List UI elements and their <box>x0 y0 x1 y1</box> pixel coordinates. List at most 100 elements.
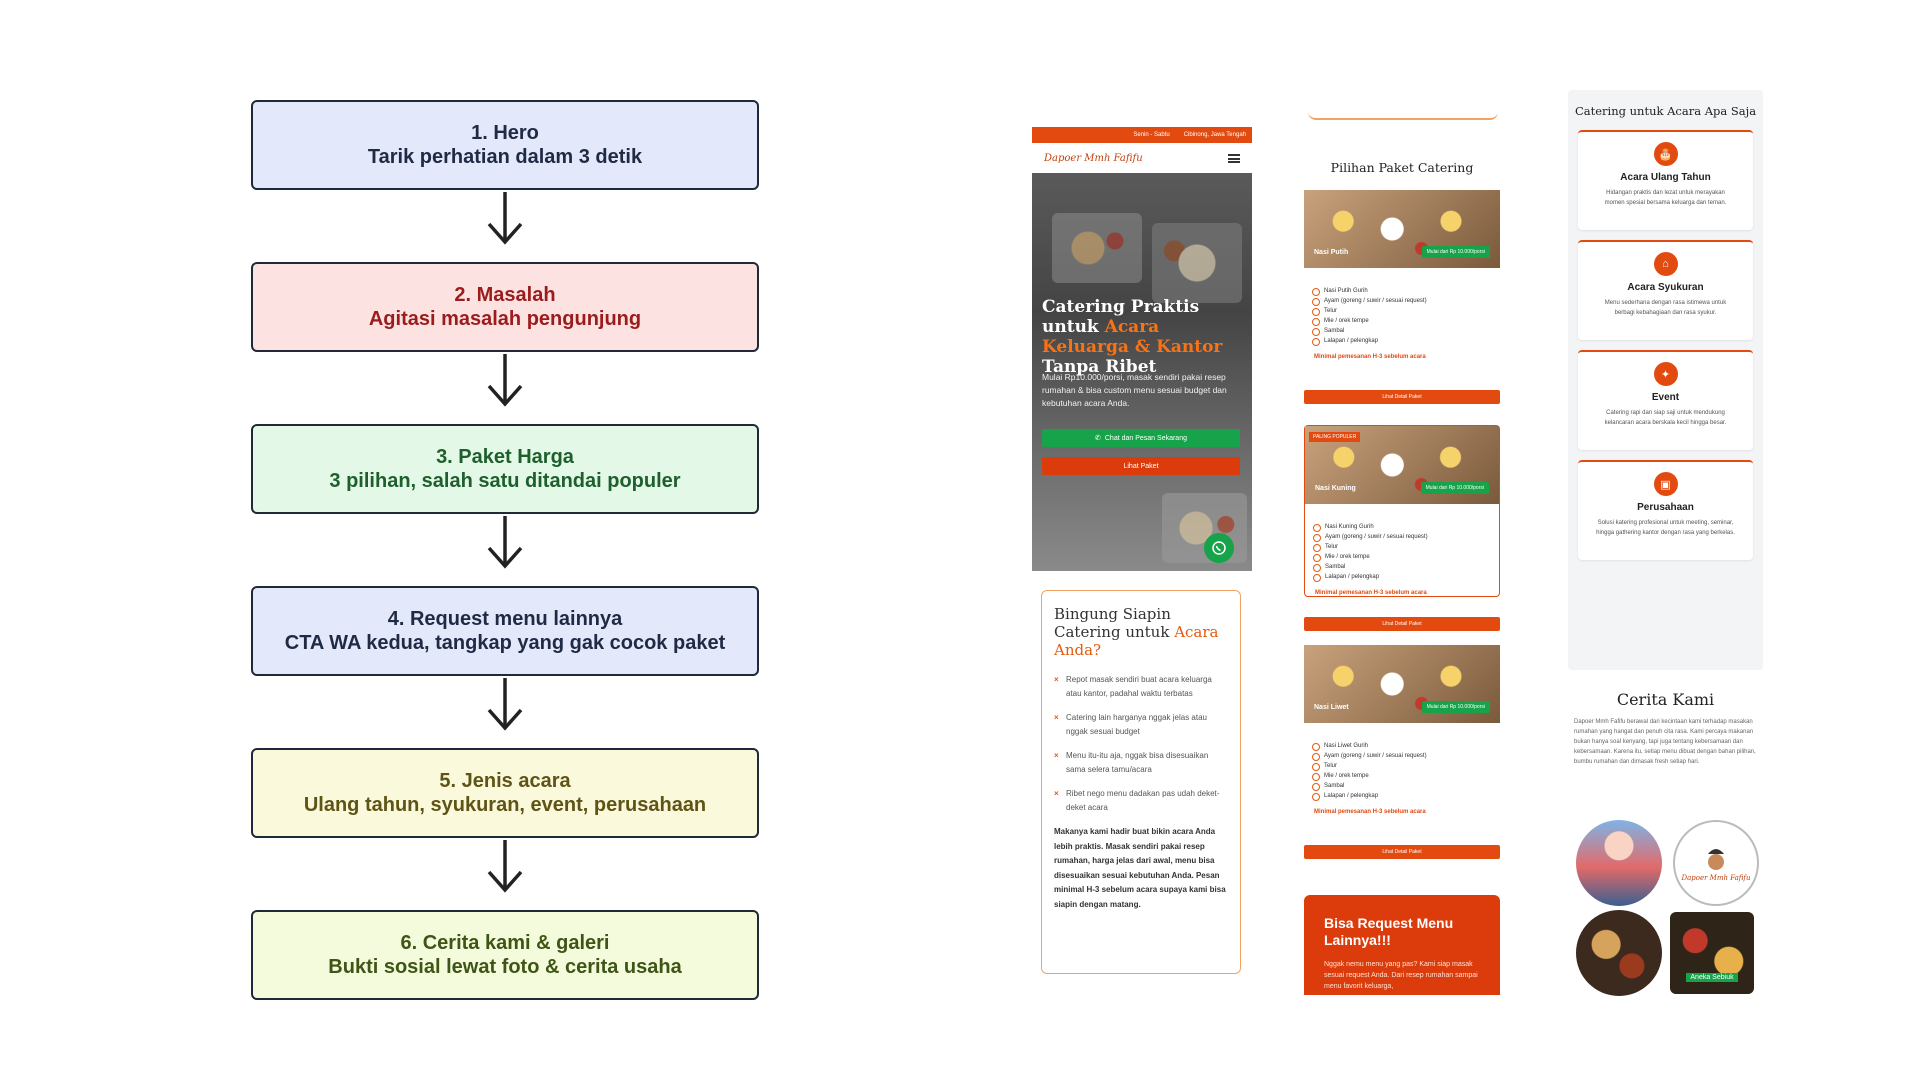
gallery-logo-text: Dapoer Mmh Fafifu <box>1681 874 1751 882</box>
flow-arrow <box>251 514 759 586</box>
hero-navbar: Dapoer Mmh Fafifu <box>1032 143 1252 173</box>
occasions-section-mockup: Catering untuk Acara Apa Saja 🎂Acara Ula… <box>1568 90 1763 670</box>
package-item: Telur <box>1312 306 1500 316</box>
hero-food-photo <box>1152 223 1242 303</box>
package-item: Telur <box>1312 761 1500 771</box>
package-price: Mulai dari Rp 10.000/porsi <box>1420 482 1489 494</box>
whatsapp-icon <box>1212 541 1226 555</box>
package-item: Telur <box>1313 542 1499 552</box>
flow-step-description: Ulang tahun, syukuran, event, perusahaan <box>303 794 707 816</box>
arrow-down-icon <box>487 840 523 893</box>
package-card[interactable]: PALING POPULER Nasi Kuning Mulai dari Rp 1… <box>1304 425 1500 597</box>
hamburger-menu-icon[interactable] <box>1228 153 1240 163</box>
gallery-photo[interactable] <box>1576 820 1662 906</box>
package-price: Mulai dari Rp 10.000/porsi <box>1421 701 1490 713</box>
hero-banner: Catering Praktis untuk Acara Keluarga & … <box>1032 173 1252 571</box>
arrow-down-icon <box>487 192 523 245</box>
flow-arrow <box>251 838 759 910</box>
gallery-photo[interactable] <box>1576 910 1662 996</box>
hero-food-photo <box>1052 213 1142 283</box>
problem-list: Repot masak sendiri buat acara keluarga … <box>1054 673 1228 815</box>
occasion-description: Solusi katering profesional untuk meetin… <box>1596 520 1735 536</box>
flow-arrow <box>251 352 759 424</box>
popular-badge: PALING POPULER <box>1309 432 1361 442</box>
request-menu-banner[interactable]: Bisa Request Menu Lainnya!!! Nggak nemu … <box>1304 895 1500 995</box>
section-divider <box>1308 110 1498 120</box>
chat-order-button[interactable]: ✆ Chat dan Pesan Sekarang <box>1042 429 1240 447</box>
package-minimum-note: Minimal pemesanan H-3 sebelum acara <box>1314 354 1426 360</box>
package-item: Ayam (goreng / suwir / sesuai request) <box>1313 532 1499 542</box>
flow-step-title: 6. Cerita kami & galeri <box>400 932 610 954</box>
occasion-description: Menu sederhana dengan rasa istimewa untu… <box>1604 300 1727 316</box>
whatsapp-icon: ✆ <box>1095 435 1101 442</box>
story-section-mockup: Cerita Kami Dapoer Mmh Fafifu berawal da… <box>1568 690 1763 1000</box>
brand-logo[interactable]: Dapoer Mmh Fafifu <box>1044 152 1143 164</box>
event-icon: ✦ <box>1653 362 1678 386</box>
cake-icon: 🎂 <box>1653 142 1678 166</box>
flow-step-title: 2. Masalah <box>454 284 556 306</box>
problem-closing-text: Makanya kami hadir buat bikin acara Anda… <box>1054 827 1226 909</box>
building-icon: ▣ <box>1653 472 1678 496</box>
occasion-title: Event <box>1651 392 1680 403</box>
package-minimum-note: Minimal pemesanan H-3 sebelum acara <box>1314 809 1426 815</box>
hero-headline: Catering Praktis untuk Acara Keluarga & … <box>1042 297 1247 377</box>
headline-text: Tanpa Ribet <box>1042 357 1157 377</box>
package-name: Nasi Kuning <box>1315 485 1356 492</box>
package-item: Lalapan / pelengkap <box>1313 572 1499 582</box>
hero-subtext: Mulai Rp10.000/porsi, masak sendiri paka… <box>1042 372 1227 408</box>
flow-step-title: 1. Hero <box>471 122 539 144</box>
package-item: Sambal <box>1312 326 1500 336</box>
request-menu-text: Nggak nemu menu yang pas? Kami siap masa… <box>1324 961 1478 990</box>
package-photo: Nasi Putih Mulai dari Rp 10.000/porsi <box>1304 190 1500 268</box>
flow-step-title: 3. Paket Harga <box>436 446 574 468</box>
flow-step-description: Agitasi masalah pengunjung <box>368 308 642 330</box>
package-detail-button[interactable]: Lihat Detail Paket <box>1304 390 1500 404</box>
flow-step-description: 3 pilihan, salah satu ditandai populer <box>329 470 681 492</box>
occasion-title: Acara Ulang Tahun <box>1620 172 1711 183</box>
package-detail-button[interactable]: Lihat Detail Paket <box>1304 617 1500 631</box>
problem-title-plain: Bingung Siapin Catering untuk <box>1054 605 1175 641</box>
package-item: Lalapan / pelengkap <box>1312 336 1500 346</box>
topbar-hours: Senin - Sabtu <box>1133 132 1170 138</box>
package-photo: Nasi Liwet Mulai dari Rp 10.000/porsi <box>1304 645 1500 723</box>
package-item: Nasi Liwet Gurih <box>1312 741 1500 751</box>
package-name: Nasi Putih <box>1314 249 1349 256</box>
whatsapp-float-button[interactable] <box>1204 533 1234 563</box>
package-item: Sambal <box>1312 781 1500 791</box>
chat-order-label: Chat dan Pesan Sekarang <box>1104 434 1187 442</box>
story-title: Cerita Kami <box>1616 690 1715 709</box>
flow-step-description: Bukti sosial lewat foto & cerita usaha <box>328 956 682 978</box>
package-price: Mulai dari Rp 10.000/porsi <box>1421 246 1490 258</box>
hero-topbar: Senin - Sabtu Cibinong, Jawa Tengah <box>1032 127 1252 143</box>
package-item: Sambal <box>1313 562 1499 572</box>
home-icon: ⌂ <box>1653 252 1678 276</box>
package-item: Mie / orek tempe <box>1313 552 1499 562</box>
package-item: Nasi Kuning Gurih <box>1313 522 1499 532</box>
package-name: Nasi Liwet <box>1314 704 1349 711</box>
gallery-photo[interactable]: Aneka Sebiuk <box>1670 912 1754 994</box>
problem-title-accent: Acara Anda? <box>1054 623 1219 659</box>
flow-step-description: Tarik perhatian dalam 3 detik <box>367 146 643 168</box>
view-packages-button[interactable]: Lihat Paket <box>1042 457 1240 475</box>
package-detail-button[interactable]: Lihat Detail Paket <box>1304 845 1500 859</box>
headline-accent: Acara Keluarga & Kantor <box>1042 317 1223 357</box>
arrow-down-icon <box>487 516 523 569</box>
problem-item: Ribet nego menu dadakan pas udah deket-d… <box>1054 787 1228 815</box>
gallery-logo-photo[interactable]: Dapoer Mmh Fafifu <box>1673 820 1759 906</box>
occasion-description: Hidangan praktis dan lezat untuk merayak… <box>1604 190 1727 206</box>
